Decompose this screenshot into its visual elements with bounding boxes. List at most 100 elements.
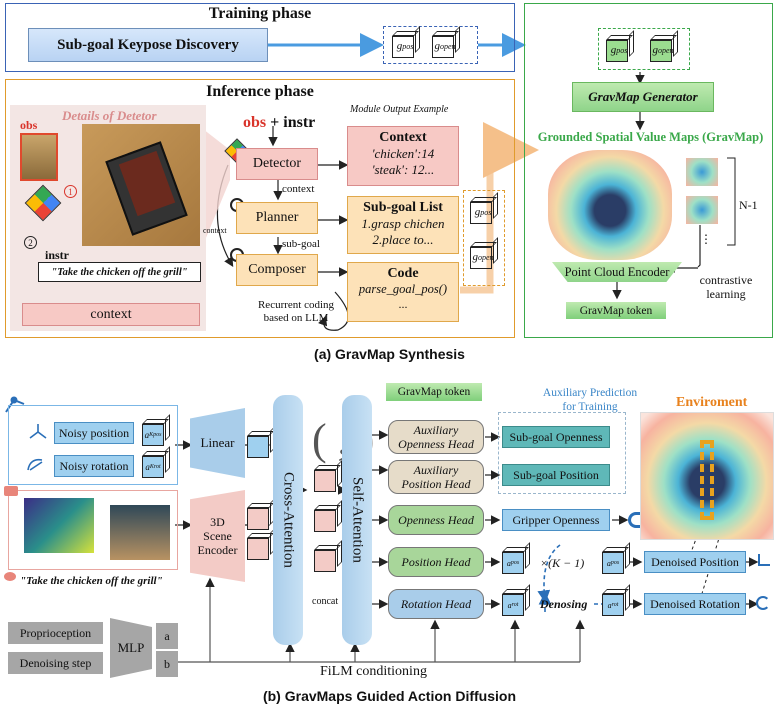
concat-cube-2: [314, 510, 336, 532]
details-title: Details of Detetor: [62, 108, 157, 123]
film-b-label: b: [164, 656, 170, 671]
subgoal-keypose-discovery-label: Sub-goal Keypose Discovery: [57, 36, 239, 53]
concat-label: concat: [312, 596, 339, 607]
obs-thumbnail: [20, 133, 58, 181]
recurrent-coding-label: Recurrent coding based on LLM: [257, 299, 335, 324]
rotation-head-label: Rotation Head: [400, 597, 472, 611]
rotation-head: Rotation Head: [388, 589, 484, 619]
denoised-rotation-box: Denoised Rotation: [644, 593, 746, 615]
depth-image: [24, 498, 94, 553]
grounded-title: Grounded Spatial Value Maps (GravMap): [537, 130, 764, 144]
denoised-position-box: Denoised Position: [644, 551, 746, 573]
gm-gopen-cube: [650, 40, 672, 62]
arrow-context-label: context: [282, 183, 315, 195]
gravmap-panel: [524, 3, 773, 338]
axes-output-icon: [758, 554, 770, 566]
grill-image: [82, 124, 200, 246]
openness-head-label: Openness Head: [398, 513, 474, 527]
scene-token-cube-2: [247, 538, 269, 560]
aux-prediction-label: Auxiliary Prediction for Training: [542, 387, 638, 413]
subgoal-position-label: Sub-goal Position: [513, 467, 599, 482]
aux-prediction-frame: [498, 412, 626, 494]
film-a-label: a: [164, 628, 170, 643]
ak-pos-cube: [142, 424, 164, 446]
a0-rot-cube: [602, 594, 624, 616]
subgoal-output-line1: 1.grasp chichen: [361, 216, 445, 231]
gopen-cube: [432, 36, 454, 58]
mlp-label: MLP: [117, 640, 145, 655]
context-output-line1: 'chicken':14: [371, 146, 435, 161]
ak1-pos-cube: [502, 552, 524, 574]
noisy-rotation-box: Noisy rotation: [54, 455, 134, 477]
noisy-position-label: Noisy position: [58, 425, 130, 440]
axes-icon: [29, 424, 47, 439]
environment-label: Enviroment: [676, 395, 748, 410]
training-phase-panel: [5, 3, 515, 72]
planner-box: Planner: [236, 202, 318, 234]
instr-label: instr: [45, 248, 69, 262]
instr-text-box: "Take the chicken off the grill": [38, 262, 201, 282]
gravmap-thumb-2: [686, 196, 718, 224]
badge-1: 1: [64, 185, 77, 198]
cross-attention-label: Cross-Attention: [280, 472, 297, 568]
gripper-openness-box: Gripper Openness: [502, 509, 610, 531]
noisy-position-box: Noisy position: [54, 422, 134, 444]
context-output-box: Context 'chicken':14 'steak': 12...: [347, 126, 459, 186]
gm-gpos-cube: [606, 40, 628, 62]
linear-token-cube: [247, 436, 269, 458]
openness-head: Openness Head: [388, 505, 484, 535]
denoising-step-box: Denoising step: [8, 652, 103, 674]
concat-cube-1: [314, 470, 336, 492]
subgoal-output-line2: 2.place to...: [372, 232, 434, 247]
mlp-block: MLP: [110, 618, 152, 678]
inference-phase-panel: [5, 79, 515, 338]
arrow-subgoal-label: sub-goal: [282, 238, 320, 250]
noisy-rotation-label: Noisy rotation: [59, 458, 129, 473]
subgoal-output-box: Sub-goal List 1.grasp chichen 2.place to…: [347, 196, 459, 254]
gravmap-token-b-label: GravMap token: [397, 386, 471, 398]
detector-label: Detector: [252, 156, 302, 171]
gravmap-token-b: GravMap token: [386, 383, 482, 401]
gravmap-token-a: GravMap token: [566, 302, 666, 319]
action-input-panel: [8, 405, 178, 485]
gravmap-token-a-label: GravMap token: [579, 304, 653, 317]
rgb-image: [110, 505, 170, 560]
concat-cube-3: [314, 550, 336, 572]
subgoal-output-title: Sub-goal List: [363, 200, 443, 215]
gpos-cube: [392, 36, 414, 58]
speech-bubble-icon: [4, 572, 16, 581]
film-b-box: b: [156, 651, 178, 677]
proprioception-label: Proprioception: [19, 625, 92, 640]
a0-pos-cube: [602, 552, 624, 574]
times-k-label: ×(K − 1): [540, 556, 585, 570]
training-goal-tokens: [383, 26, 478, 64]
position-head-label: Position Head: [401, 555, 471, 569]
position-head: Position Head: [388, 547, 484, 577]
cross-attention: Cross-Attention: [273, 395, 303, 645]
proprioception-box: Proprioception: [8, 622, 103, 644]
denoising-step-label: Denoising step: [19, 655, 92, 670]
inf-gpos-cube: [470, 202, 492, 224]
gripper-openness-label: Gripper Openness: [512, 512, 600, 527]
gravmap-goal-tokens: [598, 28, 690, 70]
code-output-title: Code: [387, 266, 419, 281]
ak-rot-cube: [142, 456, 164, 478]
context-output-title: Context: [379, 130, 427, 145]
point-cloud-encoder: Point Cloud Encoder: [552, 262, 682, 282]
rotation-icon: [27, 458, 43, 471]
linear-layer: Linear: [190, 408, 245, 478]
obs-plus-instr: obs + instr: [243, 114, 316, 131]
denoised-position-label: Denoised Position: [651, 554, 739, 569]
caption-b: (b) GravMaps Guided Action Diffusion: [262, 688, 517, 704]
arrow-context-side-label: context: [203, 226, 227, 235]
detector-box: Detector: [236, 148, 318, 180]
gravmap-3d-scene: [548, 150, 672, 260]
camera-icon: [4, 486, 18, 496]
